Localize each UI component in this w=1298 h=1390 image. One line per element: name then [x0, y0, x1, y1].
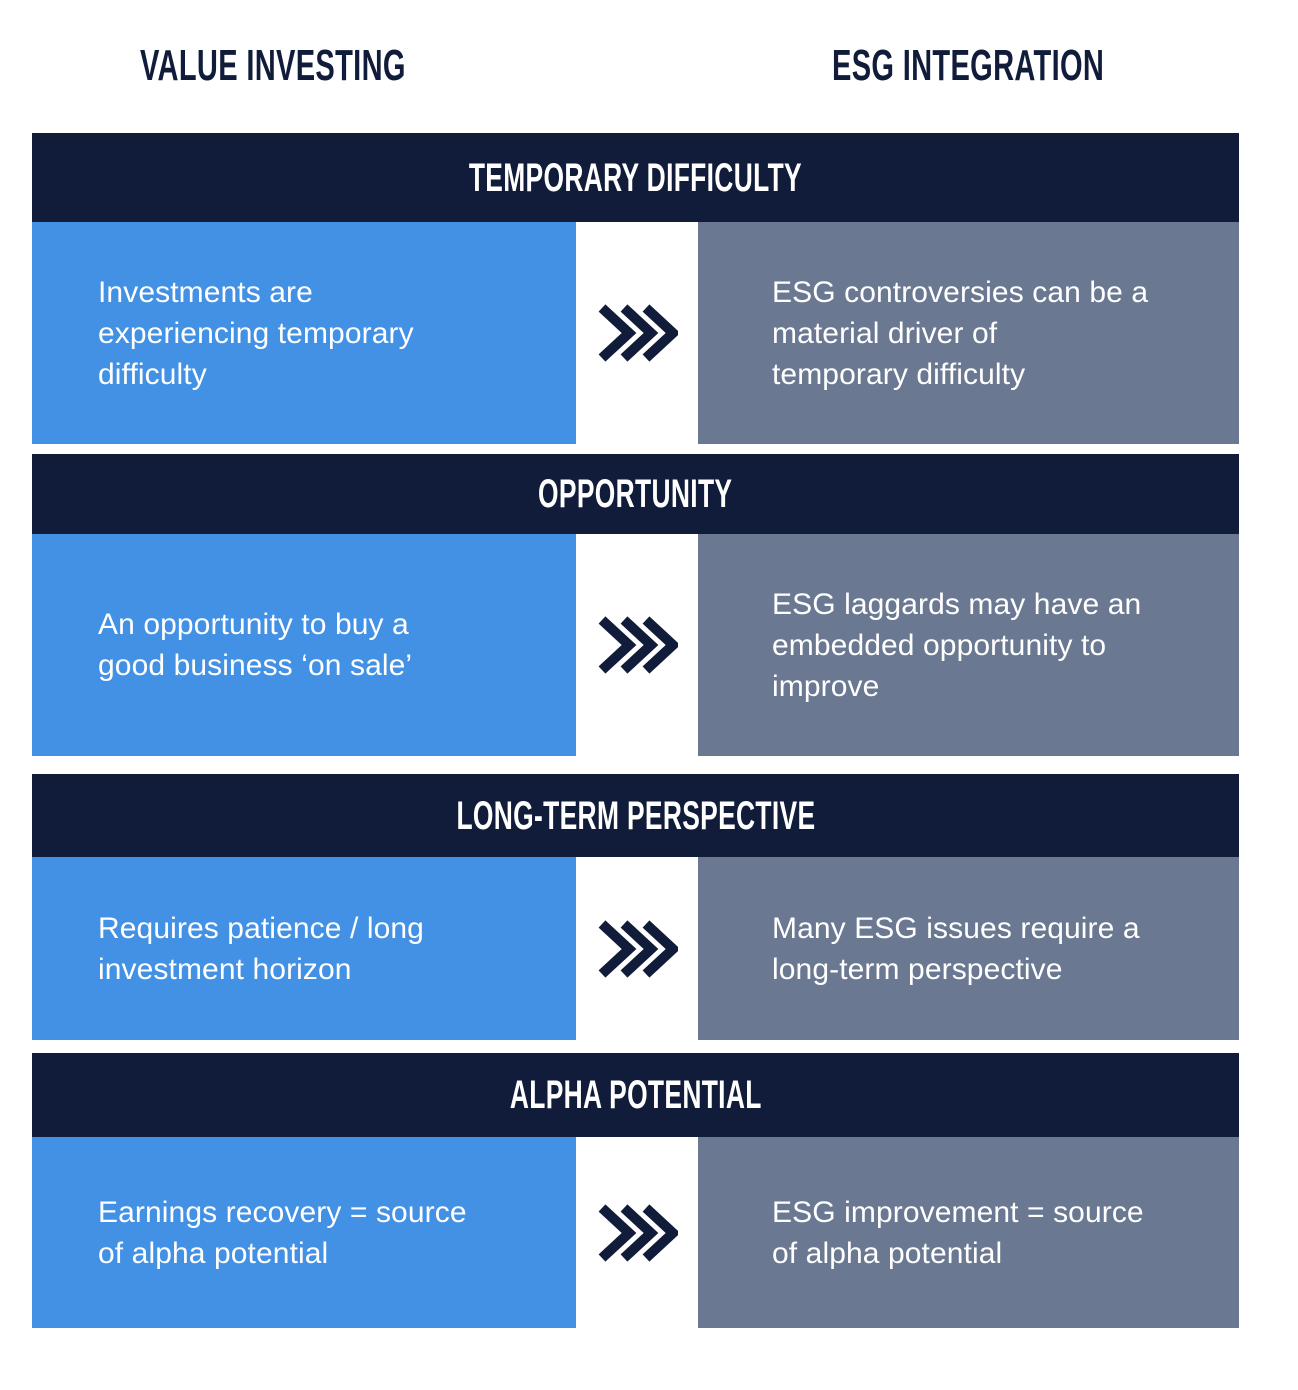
section-body: An opportunity to buy a good business ‘o… [32, 534, 1239, 756]
triple-chevron-right-icon [598, 1203, 678, 1262]
column-titles-row: VALUE INVESTING ESG INTEGRATION [32, 38, 1239, 116]
esg-integration-panel: ESG improvement = source of alpha potent… [698, 1137, 1239, 1328]
section-header-label: OPPORTUNITY [538, 472, 733, 516]
triple-chevron-right-icon [598, 919, 678, 978]
column-title-esg-integration: ESG INTEGRATION [832, 41, 1105, 90]
value-investing-panel: Investments are experiencing temporary d… [32, 222, 576, 444]
section-body: Requires patience / long investment hori… [32, 857, 1239, 1040]
esg-integration-panel: ESG controversies can be a material driv… [698, 222, 1239, 444]
triple-chevron-right-icon [598, 616, 678, 674]
section-body: Earnings recovery = source of alpha pote… [32, 1137, 1239, 1328]
value-investing-panel-text: Requires patience / long investment hori… [98, 911, 424, 986]
esg-integration-panel-text: Many ESG issues require a long-term pers… [772, 911, 1140, 986]
value-investing-panel-text: Earnings recovery = source of alpha pote… [98, 1195, 467, 1270]
section-body: Investments are experiencing temporary d… [32, 222, 1239, 444]
value-investing-panel-text: Investments are experiencing temporary d… [98, 275, 414, 391]
esg-integration-panel-text: ESG laggards may have an embedded opport… [772, 587, 1142, 703]
section-header-label: TEMPORARY DIFFICULTY [468, 155, 803, 200]
section-header-label: ALPHA POTENTIAL [509, 1073, 762, 1117]
arrow-gap [576, 1137, 698, 1328]
esg-integration-panel-text: ESG controversies can be a material driv… [772, 275, 1149, 391]
section-header-bar: LONG-TERM PERSPECTIVE [32, 774, 1239, 857]
arrow-gap [576, 534, 698, 756]
section-temporary-difficulty: TEMPORARY DIFFICULTY Investments are exp… [32, 133, 1239, 444]
section-header-bar: ALPHA POTENTIAL [32, 1053, 1239, 1137]
esg-integration-panel-text: ESG improvement = source of alpha potent… [772, 1195, 1144, 1270]
esg-integration-panel: Many ESG issues require a long-term pers… [698, 857, 1239, 1040]
section-long-term-perspective: LONG-TERM PERSPECTIVE Requires patience … [32, 774, 1239, 1040]
arrow-gap [576, 857, 698, 1040]
value-investing-panel: Requires patience / long investment hori… [32, 857, 576, 1040]
esg-integration-panel: ESG laggards may have an embedded opport… [698, 534, 1239, 756]
column-title-value-investing: VALUE INVESTING [140, 41, 406, 90]
section-header-bar: TEMPORARY DIFFICULTY [32, 133, 1239, 222]
section-header-label: LONG-TERM PERSPECTIVE [456, 793, 815, 838]
value-investing-panel-text: An opportunity to buy a good business ‘o… [98, 608, 413, 682]
value-investing-panel: Earnings recovery = source of alpha pote… [32, 1137, 576, 1328]
section-alpha-potential: ALPHA POTENTIAL Earnings recovery = sour… [32, 1053, 1239, 1328]
value-investing-panel: An opportunity to buy a good business ‘o… [32, 534, 576, 756]
section-header-bar: OPPORTUNITY [32, 454, 1239, 534]
arrow-gap [576, 222, 698, 444]
triple-chevron-right-icon [598, 304, 678, 362]
section-opportunity: OPPORTUNITY An opportunity to buy a good… [32, 454, 1239, 756]
